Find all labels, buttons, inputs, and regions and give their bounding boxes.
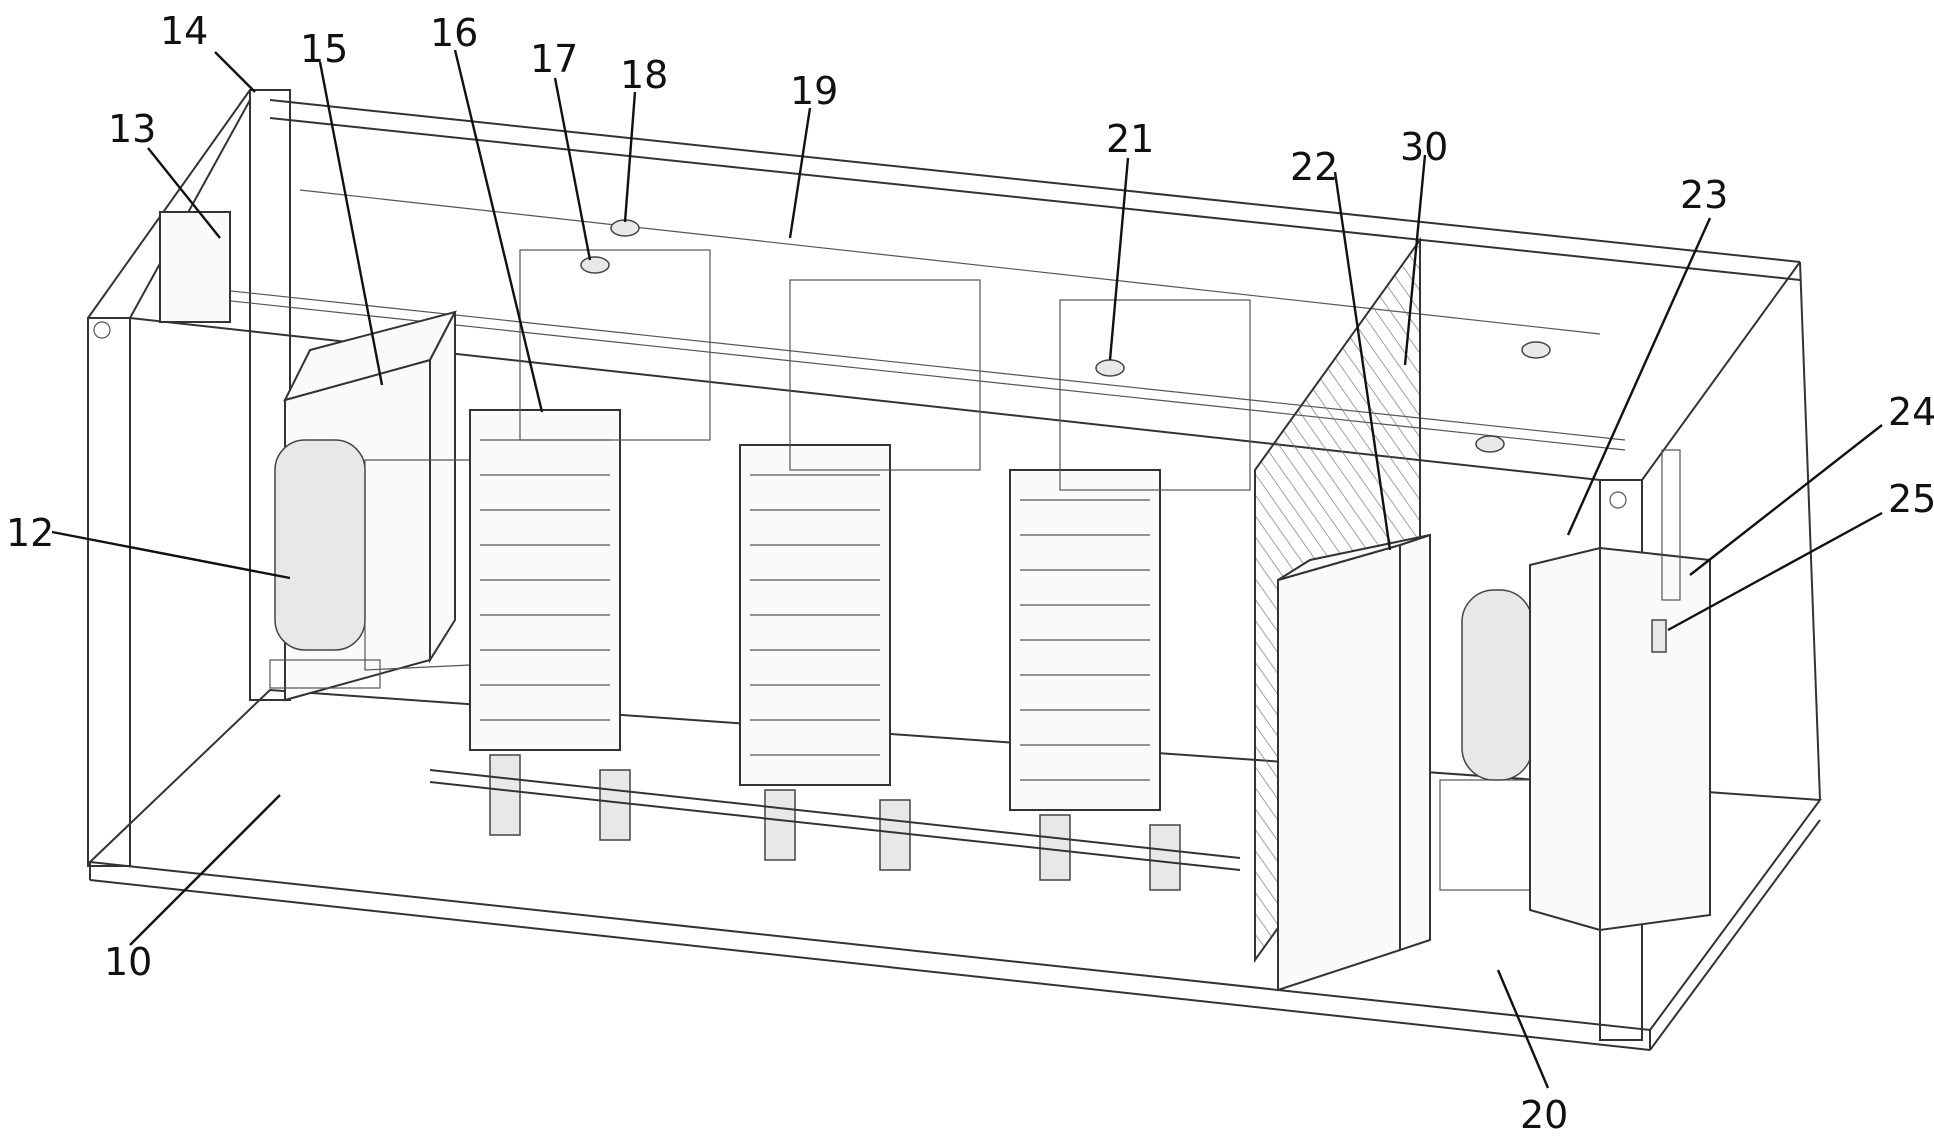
- cap-21: [1095, 359, 1125, 377]
- label-23: 23: [1680, 173, 1728, 217]
- leader-20: [1496, 969, 1550, 1089]
- leader-30: [1403, 154, 1427, 366]
- leader-19: [788, 107, 812, 239]
- rack-assembly-1: [469, 249, 711, 841]
- label-24: 24: [1888, 390, 1934, 434]
- control-cabinet-22: [1277, 533, 1431, 992]
- leader-23: [1566, 217, 1712, 536]
- label-10: 10: [104, 940, 152, 984]
- leader-21: [1108, 157, 1130, 361]
- leader-24: [1689, 424, 1883, 576]
- leader-25: [1667, 511, 1883, 632]
- label-30: 30: [1400, 125, 1448, 169]
- leader-14: [214, 51, 256, 93]
- cap-18: [610, 219, 640, 237]
- label-20: 20: [1520, 1093, 1568, 1137]
- leader-17: [553, 77, 592, 261]
- component-24: [1661, 449, 1681, 601]
- label-17: 17: [530, 37, 578, 81]
- leader-15: [318, 61, 384, 386]
- label-12: 12: [6, 511, 54, 555]
- base-pipework: [429, 769, 1241, 871]
- component-25: [1651, 619, 1667, 653]
- label-22: 22: [1290, 145, 1338, 189]
- label-25: 25: [1888, 477, 1934, 521]
- cabinet-23: [1529, 546, 1711, 932]
- reference-numerals: 14 15 16 17 18 19 13 21 22 30 23 24 25 1…: [6, 9, 1934, 1137]
- leader-lines: [51, 49, 1883, 1089]
- leader-18: [623, 91, 637, 223]
- label-15: 15: [300, 27, 348, 71]
- label-14: 14: [160, 9, 208, 53]
- label-21: 21: [1106, 117, 1154, 161]
- label-19: 19: [790, 69, 838, 113]
- gas-cylinder-12: [274, 439, 366, 651]
- cap-17: [580, 256, 610, 274]
- leader-13: [147, 147, 221, 239]
- leader-16: [453, 49, 544, 413]
- leader-10: [129, 794, 281, 946]
- gas-cabinet-15: [269, 310, 471, 702]
- label-16: 16: [430, 11, 478, 55]
- component-13: [159, 211, 231, 323]
- label-18: 18: [620, 53, 668, 97]
- label-13: 13: [108, 107, 156, 151]
- rack-assembly-3: [1009, 299, 1251, 891]
- leader-22: [1333, 171, 1392, 551]
- leader-12: [51, 530, 291, 580]
